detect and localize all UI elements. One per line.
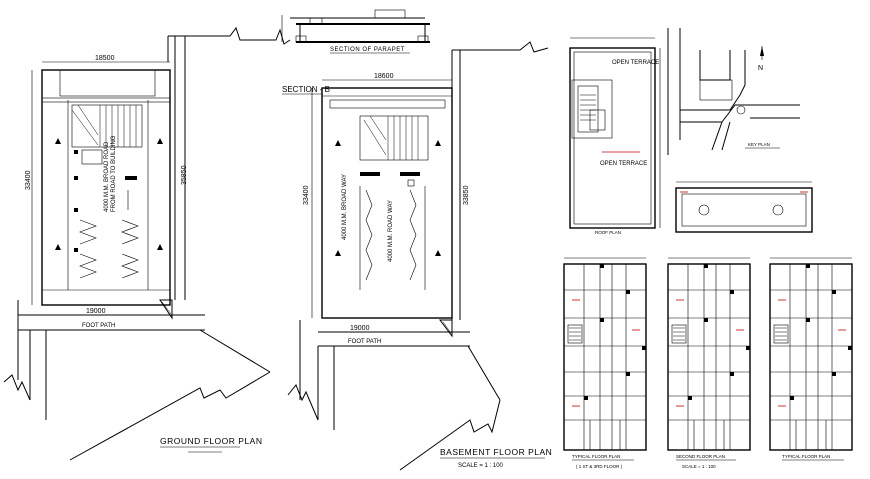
typical-1-title: TYPICAL FLOOR PLAN [572, 454, 620, 459]
basement-dim-left: 33400 [303, 185, 310, 205]
basement-dim-right: 33850 [463, 185, 470, 205]
terrace-detail [675, 181, 813, 233]
ground-road-note-1: 4000 M.M. BROAD ROAD [104, 141, 110, 212]
roof-open-terrace-2: OPEN TERRACE [600, 161, 647, 167]
key-north-label: N [758, 65, 763, 72]
basement-scale: SCALE = 1 : 100 [458, 463, 504, 469]
basement-dim-bottom: 19000 [350, 325, 370, 332]
ground-dim-bottom: 19000 [86, 308, 106, 315]
basement-footpath: FOOT PATH [348, 339, 381, 345]
ground-road-note-2: FROM ROAD TO BUILDING [111, 135, 117, 212]
section-title: SECTION OF PARAPET [330, 47, 405, 53]
second-scale: SCALE = 1 : 100 [682, 464, 716, 469]
basement-ramp-note-1: 4000 M.M. BROAD WAY [342, 174, 348, 240]
ground-title: GROUND FLOOR PLAN [160, 436, 263, 446]
key-plan: N KEY PLAN [667, 28, 800, 155]
basement-section-label: SECTION - B [282, 85, 330, 94]
second-title: SECOND FLOOR PLAN [676, 454, 725, 459]
section-detail: SECTION OF PARAPET [258, 9, 430, 54]
second-floor-plan: SECOND FLOOR PLAN SCALE = 1 : 100 [667, 257, 751, 469]
typical-floor-plan-1: TYPICAL FLOOR PLAN ( 1 ST & 3RD FLOOR ) [563, 257, 647, 469]
ground-floor-plan: 18500 33400 35850 4000 M.M. BROAD ROAD F… [3, 26, 271, 461]
roof-open-terrace-1: OPEN TERRACE [612, 60, 659, 66]
basement-ramp-note-2: 4000 M.M. ROAD WAY [388, 200, 394, 262]
key-title: KEY PLAN [748, 142, 770, 147]
ground-dim-left: 33400 [25, 170, 32, 190]
basement-title: BASEMENT FLOOR PLAN [440, 447, 552, 457]
roof-title: ROOF PLAN [595, 230, 621, 235]
typical-2-title: TYPICAL FLOOR PLAN [782, 454, 830, 459]
ground-dim-top: 18500 [95, 55, 115, 62]
roof-plan: OPEN TERRACE OPEN TERRACE ROOF PLAN [569, 37, 661, 235]
ground-footpath: FOOT PATH [82, 323, 115, 329]
basement-floor-plan: 18600 33400 33850 SECTION - B 4000 M.M. … [282, 41, 552, 471]
ground-dim-right: 35850 [181, 165, 188, 185]
typical-floor-plan-2: TYPICAL FLOOR PLAN [769, 257, 853, 461]
basement-dim-top: 18600 [374, 73, 394, 80]
typical-1-subtitle: ( 1 ST & 3RD FLOOR ) [576, 464, 623, 469]
